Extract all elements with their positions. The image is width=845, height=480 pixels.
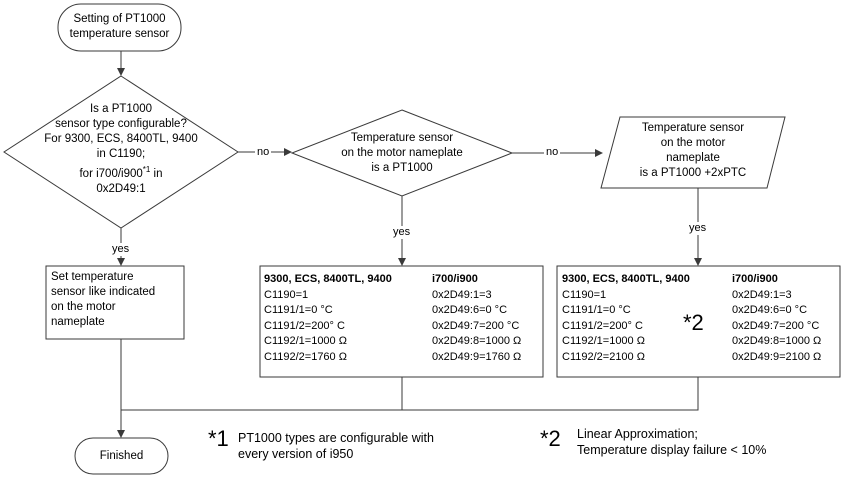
- process-left-label: Set temperature sensor like indicated on…: [51, 270, 155, 330]
- io3-line-2: on the motor: [660, 137, 726, 149]
- decision2-label: Temperature sensor on the motor nameplat…: [292, 131, 512, 176]
- decision1-i700-text: for i700/i900: [79, 167, 143, 180]
- table-mid-header-1: 9300, ECS, 8400TL, 9400: [264, 273, 392, 285]
- decision1-line-3: For 9300, ECS, 8400TL, 9400: [44, 133, 198, 145]
- table-right-cell: C1191/2=200° C: [562, 319, 643, 332]
- table-right-cell: 0x2D49:8=1000 Ω: [732, 335, 822, 347]
- table-mid-cell: 0x2D49:7=200 °C: [432, 319, 520, 332]
- table-mid-cell: 0x2D49:9=1760 Ω: [432, 350, 522, 363]
- decision1-line-5: for i700/i900*1 in: [4, 162, 238, 182]
- process-left-box: [45, 265, 185, 340]
- decision1-line-1: Is a PT1000: [89, 103, 152, 115]
- start-line-2: temperature sensor: [69, 28, 170, 40]
- table-right-footnote-mark: *2: [683, 310, 704, 335]
- table-right-cell: C1192/1=1000 Ω: [562, 335, 645, 347]
- edge-yes-2: yes: [391, 226, 413, 239]
- table-mid-cell: 0x2D49:8=1000 Ω: [432, 335, 522, 347]
- table-right-header-2: i700/i900: [732, 273, 778, 285]
- table-right-col1: 9300, ECS, 8400TL, 9400 C1190=1 C1191/1=…: [562, 272, 690, 365]
- edge-yes-1: yes: [110, 243, 132, 256]
- footnote-1-line-2: every version of i950: [238, 447, 354, 461]
- io3-line-1: Temperature sensor: [641, 122, 745, 134]
- footnote-2-mark: *2: [540, 426, 561, 451]
- end-terminator: [74, 437, 169, 475]
- decision2-line-1: Temperature sensor: [350, 132, 454, 144]
- decision1-in-text: in: [150, 167, 163, 180]
- process-left-line-2: sensor like indicated: [51, 286, 156, 298]
- decision1-label: Is a PT1000 sensor type configurable? Fo…: [4, 102, 238, 197]
- table-right-col2: i700/i900 0x2D49:1=3 0x2D49:6=0 °C 0x2D4…: [732, 272, 821, 365]
- decision2-line-3: is a PT1000: [371, 162, 433, 174]
- decision1-line-6: 0x2D49:1: [96, 182, 146, 195]
- table-mid-col2: i700/i900 0x2D49:1=3 0x2D49:6=0 °C 0x2D4…: [432, 272, 521, 365]
- process-left-line-3: on the motor: [51, 301, 116, 313]
- io3-label: Temperature sensor on the motor nameplat…: [601, 121, 785, 181]
- table-mid-cell: C1191/2=200° C: [264, 319, 345, 332]
- start-line-1: Setting of PT1000: [73, 13, 166, 25]
- process-left-line-4: nameplate: [51, 316, 105, 328]
- process-left-line-1: Set temperature: [51, 271, 134, 283]
- table-mid-cell: C1191/1=0 °C: [264, 304, 333, 316]
- io3-line-4: is a PT1000 +2xPTC: [639, 167, 747, 179]
- edge-no-2: no: [544, 146, 561, 159]
- end-label: Finished: [99, 450, 144, 462]
- table-mid-cell: C1190=1: [264, 288, 309, 301]
- edge-yes-3: yes: [687, 222, 709, 235]
- start-label: Setting of PT1000 temperature sensor: [58, 12, 181, 42]
- table-mid-cell: C1192/1=1000 Ω: [264, 335, 347, 347]
- decision1-line-4: in C1190;: [96, 148, 146, 160]
- table-mid-cell: 0x2D49:1=3: [432, 288, 492, 301]
- table-mid-header-2: i700/i900: [432, 273, 478, 285]
- io3-parallelogram: [600, 116, 786, 189]
- start-terminator: [57, 3, 182, 52]
- edge-no-1: no: [255, 146, 272, 159]
- footnote-1-line-1: PT1000 types are configurable with: [238, 431, 434, 445]
- table-right-header-1: 9300, ECS, 8400TL, 9400: [562, 273, 690, 285]
- footnote-2-line-2: Temperature display failure < 10%: [577, 443, 767, 457]
- footnote-2-text: Linear Approximation; Temperature displa…: [577, 426, 766, 458]
- table-right-cell: C1192/2=2100 Ω: [562, 350, 645, 363]
- footnote-1-text: PT1000 types are configurable with every…: [238, 430, 434, 462]
- io3-line-3: nameplate: [666, 152, 720, 164]
- table-right-cell: 0x2D49:6=0 °C: [732, 304, 808, 316]
- table-right-cell: C1191/1=0 °C: [562, 304, 631, 316]
- decision1-footnote-ref: *1: [142, 165, 151, 174]
- table-right-cell: 0x2D49:9=2100 Ω: [732, 350, 822, 363]
- connector-right-down: [121, 377, 699, 411]
- table-right-cell: 0x2D49:1=3: [732, 288, 792, 301]
- table-mid-cell: 0x2D49:6=0 °C: [432, 304, 508, 316]
- table-right-cell: 0x2D49:7=200 °C: [732, 319, 820, 332]
- table-mid-col1: 9300, ECS, 8400TL, 9400 C1190=1 C1191/1=…: [264, 272, 392, 365]
- decision1-line-2: sensor type configurable?: [55, 118, 187, 130]
- table-right-cell: C1190=1: [562, 288, 607, 301]
- table-right-box: [556, 265, 841, 378]
- footnote-2-line-1: Linear Approximation;: [577, 427, 698, 441]
- table-mid-cell: C1192/2=1760 Ω: [264, 350, 347, 363]
- table-mid-box: [259, 265, 544, 378]
- decision2-line-2: on the motor nameplate: [341, 147, 463, 159]
- footnote-1-mark: *1: [208, 426, 229, 451]
